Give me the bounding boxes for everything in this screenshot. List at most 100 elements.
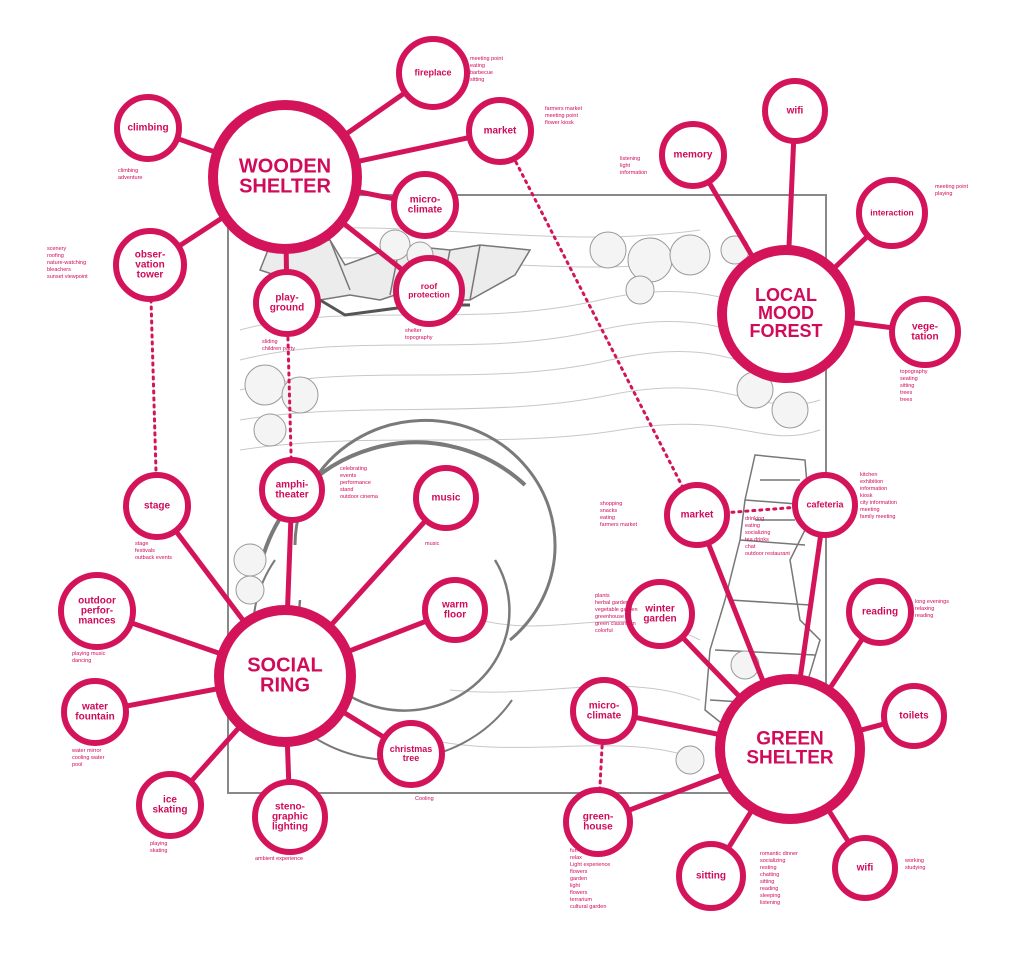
node-label-toilets: toilets [899, 711, 929, 722]
node-label-amphitheater: amphi-theater [275, 480, 308, 501]
node-circle [252, 779, 328, 855]
node-circle [393, 255, 465, 327]
node-circle [832, 835, 898, 901]
node-circle [391, 171, 459, 239]
node-wifi_top: wifi [762, 78, 828, 144]
node-circle [846, 578, 914, 646]
node-circle [61, 678, 129, 746]
node-circle [563, 787, 633, 857]
node-circle [762, 78, 828, 144]
node-circle [136, 771, 204, 839]
node-amphitheater: amphi-theater [259, 457, 325, 523]
node-vegetation: vege-tation [889, 296, 961, 368]
node-wifi_bot: wifi [832, 835, 898, 901]
dotted-link-market_top-market_mid [498, 129, 699, 517]
node-playground: play-ground [253, 269, 321, 337]
hub-circle [717, 245, 855, 383]
node-label-memory: memory [674, 150, 713, 161]
node-circle [377, 720, 445, 788]
node-climbing: climbing [114, 94, 182, 162]
bubbles: fireplace climbing market micro-climate obse… [58, 36, 961, 911]
node-circle [889, 296, 961, 368]
node-interaction: interaction [856, 177, 928, 249]
node-label-stage: stage [144, 501, 171, 512]
node-label-music: music [432, 493, 461, 504]
node-label-wifi_top: wifi [786, 106, 804, 117]
note-christmas: Cooling [415, 796, 434, 802]
node-circle [664, 482, 730, 548]
hub-circle [715, 674, 865, 824]
node-circle [259, 457, 325, 523]
node-label-vegetation: vege-tation [911, 322, 938, 343]
node-label-playground: play-ground [270, 293, 304, 314]
dotted-link-observation-stage [148, 263, 159, 508]
note-steno: ambient experience [255, 856, 303, 862]
node-label-microclimate_bot: micro-climate [587, 701, 622, 722]
node-label-market_top: market [484, 126, 517, 137]
node-circle [114, 94, 182, 162]
node-stage: stage [123, 472, 191, 540]
node-circle [570, 677, 638, 745]
node-circle [676, 841, 746, 911]
node-label-fireplace: fireplace [414, 67, 451, 77]
hub-circle [208, 100, 362, 254]
node-market_mid: market [664, 482, 730, 548]
node-circle [123, 472, 191, 540]
node-microclimate_top: micro-climate [391, 171, 459, 239]
node-circle [881, 683, 947, 749]
node-greenhouse: green-house [563, 787, 633, 857]
node-label-greenhouse: green-house [583, 812, 614, 833]
node-cafeteria: cafeteria [792, 472, 858, 538]
hub-circle [214, 605, 356, 747]
node-reading: reading [846, 578, 914, 646]
node-circle [253, 269, 321, 337]
node-fireplace: fireplace [396, 36, 470, 110]
node-circle [113, 228, 187, 302]
node-toilets: toilets [881, 683, 947, 749]
node-label-wifi_bot: wifi [856, 863, 874, 874]
node-market_top: market [466, 97, 534, 165]
node-label-reading: reading [862, 607, 898, 618]
node-label-interaction: interaction [870, 207, 913, 217]
